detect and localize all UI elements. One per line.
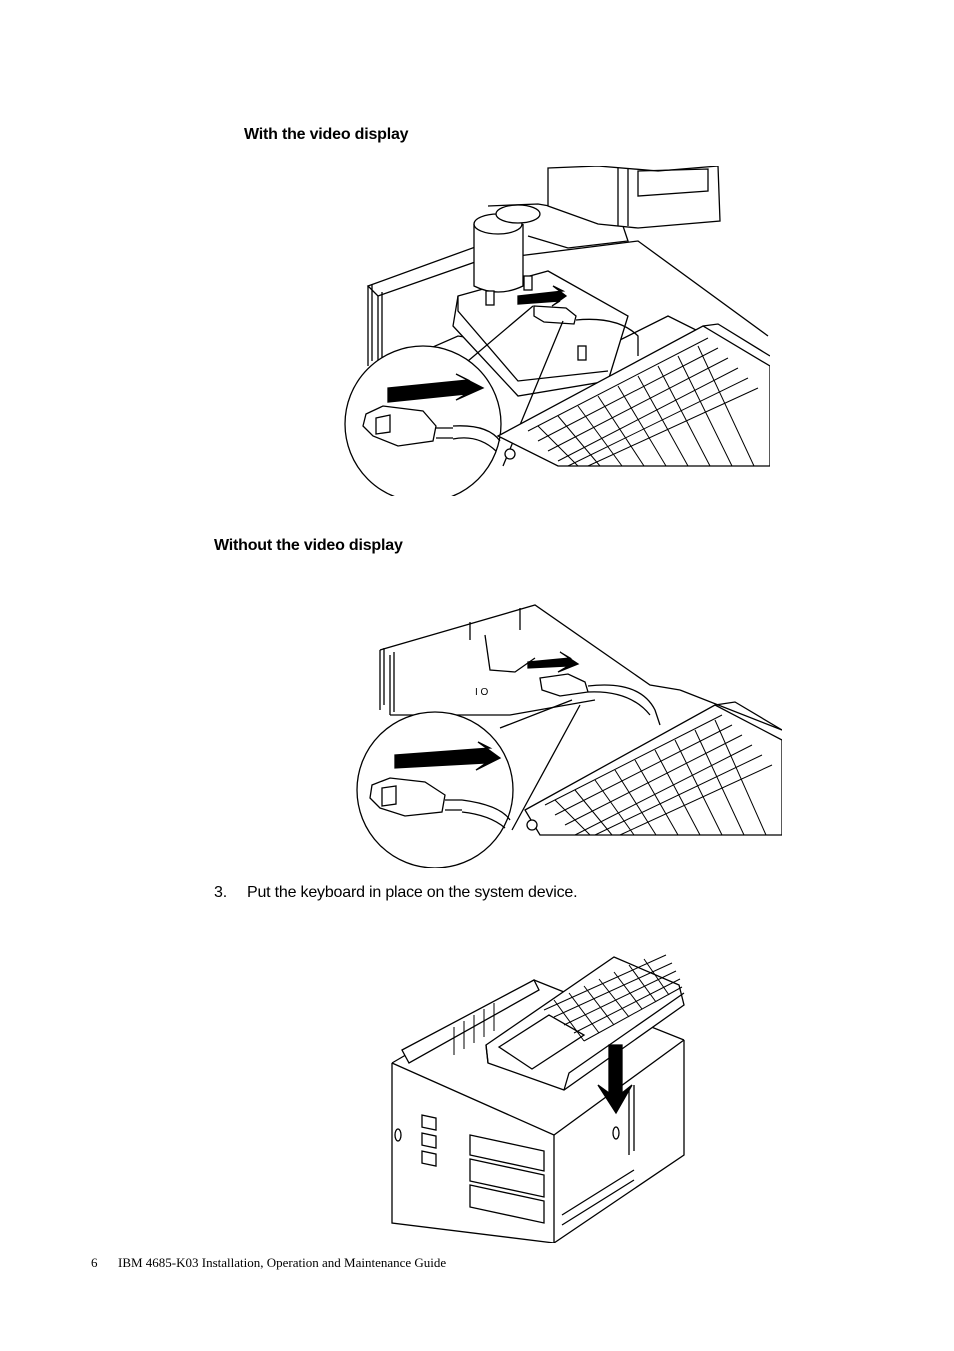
step-3: 3. Put the keyboard in place on the syst…: [214, 884, 714, 906]
step-text: Put the keyboard in place on the system …: [247, 884, 578, 901]
step-number: 3.: [214, 884, 227, 901]
footer-title: IBM 4685-K03 Installation, Operation and…: [118, 1255, 447, 1270]
figure-cable-without-display: I O: [350, 600, 782, 868]
svg-text:I O: I O: [475, 687, 489, 698]
page-number: 6: [91, 1255, 98, 1270]
heading-with-video-display: With the video display: [244, 126, 409, 143]
figure-cable-with-display: [338, 166, 770, 496]
figure-keyboard-placement: [384, 945, 690, 1243]
heading-without-video-display: Without the video display: [214, 537, 403, 554]
